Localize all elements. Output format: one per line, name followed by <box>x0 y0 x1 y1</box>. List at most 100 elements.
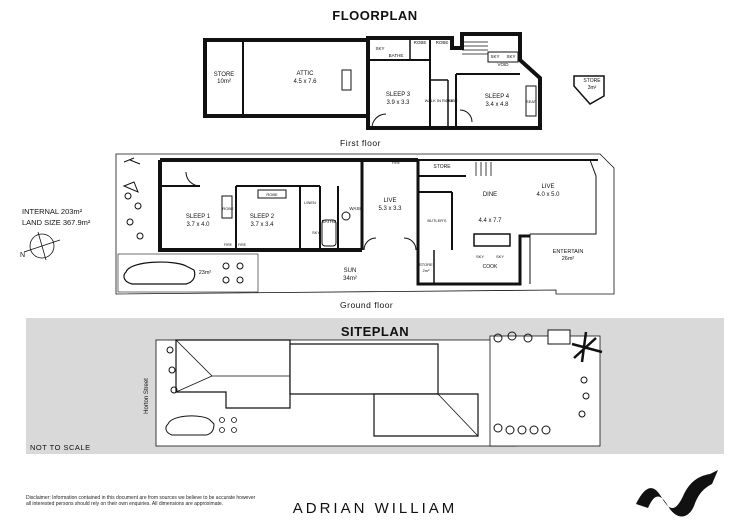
sleep4-label: SLEEP 4 <box>485 94 510 100</box>
store-label: STORE <box>214 72 235 78</box>
store2-label: STORE <box>583 78 601 84</box>
linen-label: LINEN <box>304 200 316 205</box>
sky-label-3: SKY <box>506 54 515 59</box>
seat-label: SEAT <box>526 99 537 104</box>
wash-label: WASH <box>349 206 362 211</box>
glazed-corner <box>530 159 597 235</box>
robe-label-1: ROBE <box>414 40 427 45</box>
live-door <box>363 237 377 251</box>
fire-label-3: FIRE <box>392 161 401 165</box>
cook-label: COOK <box>483 264 498 270</box>
robe-cabinet <box>257 189 287 199</box>
sleep4-size: 3.4 x 4.8 <box>485 102 509 108</box>
roof-middle <box>289 343 439 395</box>
sun-label: SUN <box>344 268 357 274</box>
site-garden <box>489 335 601 447</box>
bike-icons <box>222 262 244 284</box>
store-label-g: STORE <box>433 164 451 170</box>
first-floor-plan <box>203 32 605 130</box>
ground-floor-labels: SLEEP 1 3.7 x 4.0 SLEEP 2 3.7 x 3.4 ROBE… <box>186 161 583 282</box>
attic-hatch <box>341 69 352 91</box>
fire-label-1: FIRE <box>224 243 233 247</box>
compass-icon: N <box>20 231 61 261</box>
robe-label-3: ROBE <box>446 98 458 103</box>
dine-size: 4.4 x 7.7 <box>478 218 502 224</box>
void-box <box>487 51 519 63</box>
dine-label: DINE <box>483 192 497 198</box>
sleep2-size: 3.7 x 3.4 <box>250 222 274 228</box>
live-door-2 <box>403 237 417 251</box>
roof-rear-ridge <box>437 393 479 437</box>
kitchen-wall <box>416 234 530 286</box>
ground-floor-plan <box>115 153 615 295</box>
sleep3-door <box>371 113 387 129</box>
store-area: 10m² <box>217 79 231 85</box>
siteplan-title: SITEPLAN <box>340 324 410 339</box>
sleep1-size: 3.7 x 4.0 <box>186 222 210 228</box>
wash-basin <box>341 211 351 221</box>
internal-area: INTERNAL 203m² <box>22 207 83 216</box>
attic-block-outline <box>203 38 370 118</box>
bathe-label: BATHE <box>389 53 404 58</box>
first-floor-labels: STORE 10m² ATTIC 4.5 x 7.6 SLEEP 3 3.9 x… <box>214 40 602 108</box>
brand-name: ADRIAN WILLIAM <box>292 500 458 517</box>
sleep3-size: 3.9 x 3.3 <box>386 100 410 106</box>
ground-lot-boundary <box>115 153 615 295</box>
sky-label-ga: SKY <box>476 254 484 259</box>
live-label: LIVE <box>383 198 396 204</box>
not-to-scale: NOT TO SCALE <box>30 443 91 452</box>
sun-area: 34m² <box>343 276 357 282</box>
sleep1-label: SLEEP 1 <box>186 214 211 220</box>
ground-floor-stairs <box>475 162 492 176</box>
robe-cabinet-2 <box>221 195 233 219</box>
sky-label-2: SKY <box>490 54 499 59</box>
site-bikes <box>219 417 237 433</box>
butlers-label: BUTLER'S <box>427 218 447 223</box>
live-size: 5.3 x 3.3 <box>378 206 402 212</box>
svg-text:N: N <box>20 252 25 259</box>
live2-size: 4.0 x 5.0 <box>536 192 560 198</box>
land-size: LAND SIZE 367.9m² <box>22 218 91 227</box>
first-floor-stairs <box>462 41 488 55</box>
robe-label-g2: ROBE <box>266 192 278 197</box>
store2-outline <box>573 75 605 105</box>
bath-tub <box>321 219 337 247</box>
roof-ridge <box>175 339 290 393</box>
seat-box <box>525 85 537 117</box>
roof-rear <box>373 393 479 437</box>
upper-block-outline <box>366 32 542 130</box>
kitchen-island <box>473 233 511 247</box>
entertain-area: 26m² <box>562 256 575 262</box>
sleep3-label: SLEEP 3 <box>386 92 411 98</box>
sleep2-label: SLEEP 2 <box>250 214 275 220</box>
carport-area: 23m² <box>199 270 212 276</box>
store-small-area: 2m² <box>423 268 431 273</box>
attic-label: ATTIC <box>297 71 315 77</box>
garden-plants-west <box>122 157 144 240</box>
floorplan-title: FLOORPLAN <box>332 8 418 23</box>
bedroom-wing-wall <box>158 160 362 252</box>
car-icon <box>123 261 196 285</box>
site-car-icon <box>165 415 215 436</box>
sky-label-g: SKY <box>312 230 320 235</box>
carport-outline <box>117 253 259 293</box>
entry-door <box>185 171 201 187</box>
entertain-label: ENTERTAIN <box>553 249 584 255</box>
walkin-label: WALK IN ROBE <box>425 98 454 103</box>
sky-label-gb: SKY <box>496 254 504 259</box>
first-floor-label: First floor <box>340 138 381 148</box>
site-plan <box>155 329 603 447</box>
void-label: VOID <box>497 62 509 67</box>
store-small-label: STORE <box>419 262 433 267</box>
site-trees <box>166 329 603 435</box>
attic-size: 4.5 x 7.6 <box>293 79 317 85</box>
fire-label-2: FIRE <box>238 243 247 247</box>
street-name: Horton Street <box>144 378 150 414</box>
sleep4-door <box>459 109 473 123</box>
disclaimer: Disclaimer: Information contained in thi… <box>26 495 256 507</box>
store2-area: 3m² <box>588 85 597 91</box>
sky-label: SKY <box>375 46 384 51</box>
robe-label-g1: ROBE <box>222 206 234 211</box>
live2-label: LIVE <box>541 184 554 190</box>
